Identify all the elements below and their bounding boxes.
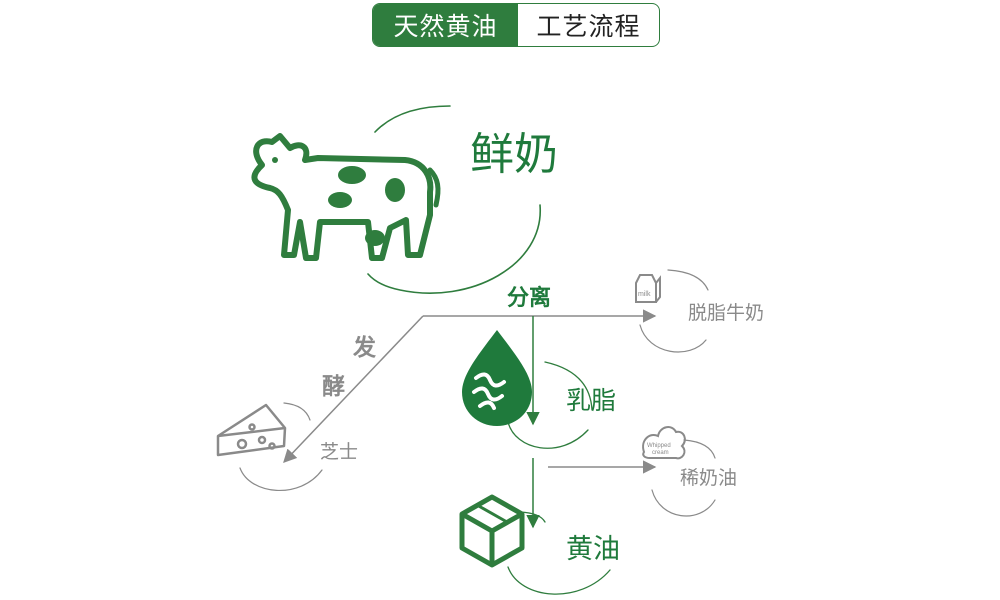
milk-drop-icon [462, 330, 532, 426]
butter-box-icon [459, 494, 525, 568]
title-left: 天然黄油 [373, 4, 518, 46]
title-right: 工艺流程 [536, 12, 641, 41]
arc-fresh-milk-top [374, 105, 451, 133]
milk-carton-icon [635, 274, 661, 303]
arc-cream-bottom [651, 489, 716, 517]
arc-fat-bottom [507, 421, 589, 449]
label-whipping-cream: 稀奶油 [680, 467, 738, 489]
cream-label-line2: cream [652, 450, 669, 456]
cow-spots [272, 157, 405, 246]
cream-label-line1: Whipped [647, 443, 671, 449]
arc-fat [544, 361, 593, 411]
label-fat: 乳脂 [566, 386, 617, 415]
arc-cheese-bottom [239, 467, 323, 492]
title-pill: 天然黄油 工艺流程 [372, 3, 660, 47]
ferment-line [283, 315, 424, 463]
cheese-icon [216, 403, 287, 457]
cow-icon [251, 133, 441, 261]
milk-carton-label: milk [638, 291, 651, 298]
label-cheese: 芝士 [320, 441, 359, 463]
arc-skim-milk [667, 269, 709, 291]
flow-lines [283, 309, 657, 529]
label-fresh-milk: 鲜奶 [470, 129, 558, 180]
arc-skim-milk-bottom [639, 324, 707, 353]
whipped-cream-icon [642, 426, 686, 460]
label-skim-milk: 脱脂牛奶 [688, 302, 765, 324]
decorative-arcs [239, 105, 716, 595]
arc-butter-bottom [507, 566, 611, 595]
label-butter: 黄油 [566, 534, 620, 565]
arc-cream [683, 439, 716, 459]
arc-cheese [283, 402, 311, 421]
arc-fresh-milk-bottom [367, 204, 541, 294]
label-ferment-2: 酵 [322, 374, 345, 400]
label-separation: 分离 [507, 286, 552, 311]
label-ferment-1: 发 [353, 335, 376, 361]
